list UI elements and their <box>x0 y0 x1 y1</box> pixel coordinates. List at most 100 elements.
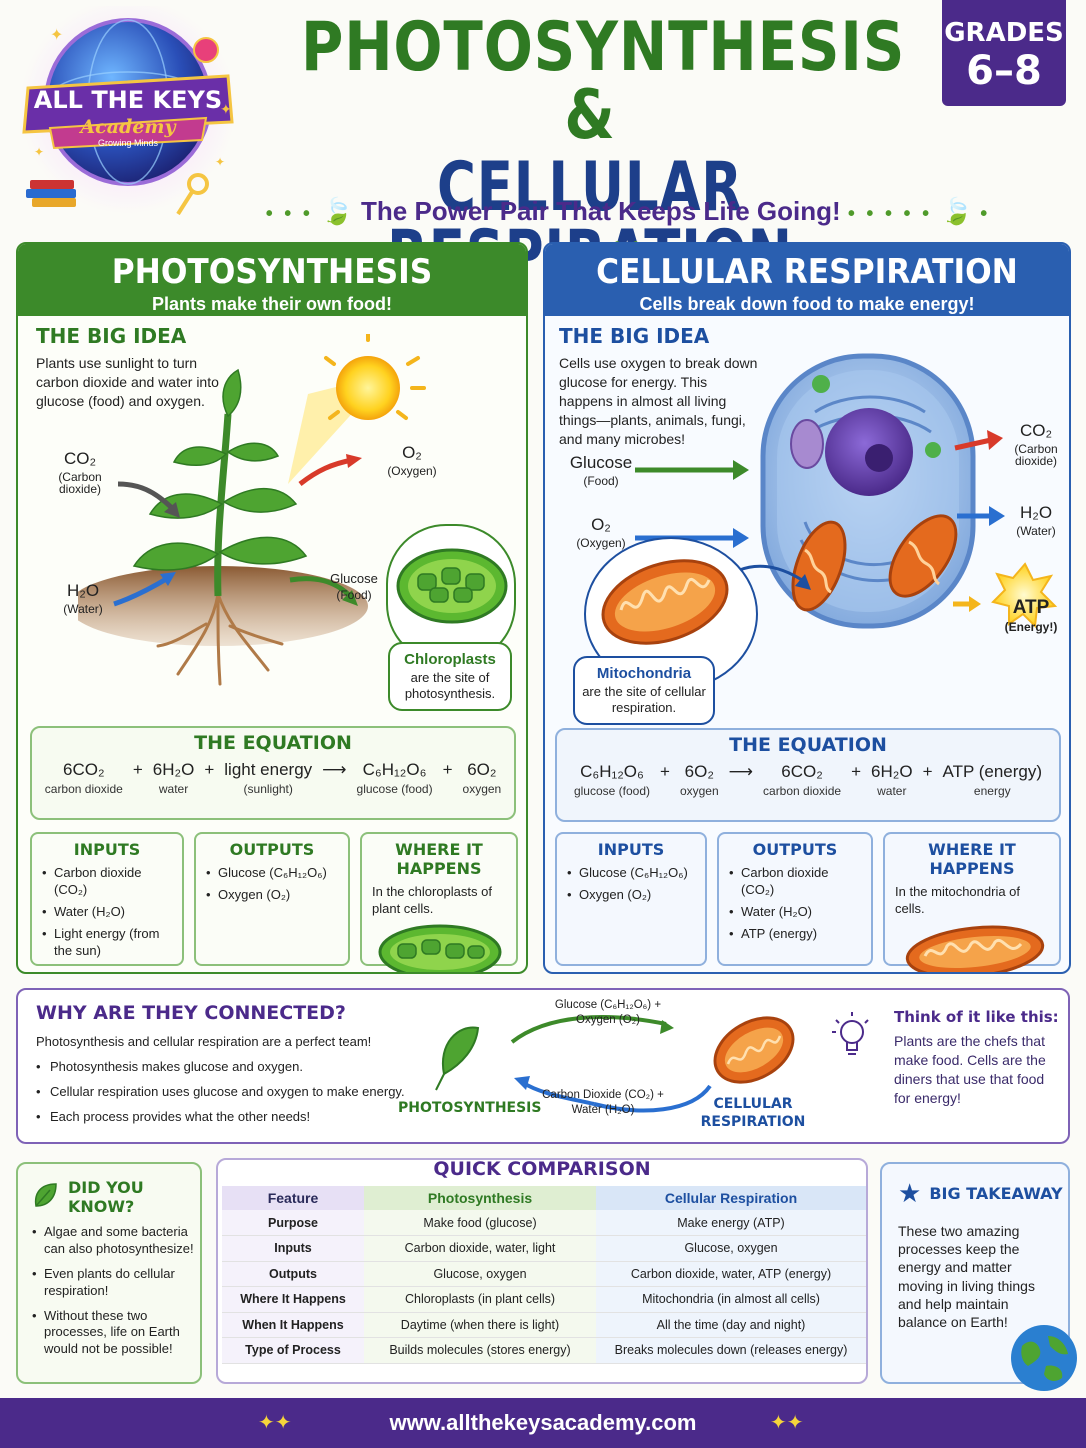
sparkle-icon: ✦✦ <box>258 1412 292 1434</box>
cycle-respiration-label: CELLULAR RESPIRATION <box>700 1096 806 1130</box>
chloroplast-callout-text: are the site of photosynthesis. <box>404 669 496 702</box>
cr-outputs-box: OUTPUTS Carbon dioxide (CO₂)Water (H₂O)A… <box>717 832 873 966</box>
cr-inputs-list: Glucose (C₆H₁₂O₆)Oxygen (O₂) <box>567 865 695 904</box>
ps-co2-label: CO₂ (Carbon dioxide) <box>46 450 114 496</box>
ps-glucose-label: Glucose (Food) <box>318 572 390 601</box>
connection-bullet: Each process provides what the other nee… <box>36 1109 416 1126</box>
respiration-title: CELLULAR RESPIRATION <box>596 252 1018 292</box>
big-takeaway-header: ★ BIG TAKEAWAY <box>898 1180 1063 1206</box>
logo-line2: Academy <box>78 116 177 138</box>
logo-line3: Growing Minds <box>98 138 159 148</box>
equation-note: water <box>877 784 907 798</box>
star-icon: ★ <box>898 1178 922 1208</box>
tagline-text: The Power Pair That Keeps Life Going! <box>361 196 841 226</box>
cr-atp-sub: (Energy!) <box>1004 619 1058 634</box>
cr-outputs-list: Carbon dioxide (CO₂)Water (H₂O)ATP (ener… <box>729 865 861 943</box>
cr-o2-sub: (Oxygen) <box>576 535 626 550</box>
footer-url[interactable]: www.allthekeysacademy.com <box>389 1410 697 1435</box>
chloroplast-icon <box>378 924 502 972</box>
equation-formula: light energy <box>224 760 313 779</box>
equation-note: energy <box>973 784 1011 798</box>
comparison-cell: Chloroplasts (in plant cells) <box>364 1286 596 1313</box>
connection-bullet: Photosynthesis makes glucose and oxygen. <box>36 1059 416 1076</box>
bottom-arrow-label: Carbon Dioxide (CO₂) + Water (H₂O) <box>542 1089 664 1116</box>
big-takeaway-heading: BIG TAKEAWAY <box>929 1183 1063 1203</box>
cr-glucose-label: Glucose (Food) <box>563 454 639 487</box>
did-you-know-box: DID YOU KNOW? Algae and some bacteria ca… <box>16 1162 202 1384</box>
cr-outputs-heading: OUTPUTS <box>752 840 838 859</box>
comparison-cell: Daytime (when there is light) <box>364 1312 596 1338</box>
equation-note: (sunlight) <box>243 782 293 796</box>
comparison-column-header: Cellular Respiration <box>596 1186 866 1210</box>
cr-inputs-box: INPUTS Glucose (C₆H₁₂O₆)Oxygen (O₂) <box>555 832 707 966</box>
ps-where-heading: WHERE IT HAPPENS <box>395 840 483 878</box>
plant-illustration <box>68 328 518 714</box>
ps-h2o-label: H₂O (Water) <box>48 582 118 615</box>
ps-h2o-formula: H₂O <box>66 581 100 600</box>
did-you-know-header: DID YOU KNOW? <box>30 1178 200 1216</box>
equation-formula: 6CO₂ <box>781 762 823 781</box>
connection-section: WHY ARE THEY CONNECTED? Photosynthesis a… <box>16 988 1070 1144</box>
ps-big-idea: THE BIG IDEA Plants use sunlight to turn… <box>36 324 226 411</box>
equation-formula: 6H₂O <box>152 760 195 779</box>
ps-inputs-box: INPUTS Carbon dioxide (CO₂)Water (H₂O)Li… <box>30 832 184 966</box>
equation-note: glucose (food) <box>573 784 650 798</box>
comparison-column-header: Feature <box>222 1186 364 1210</box>
photosynthesis-subtitle: Plants make their own food! <box>151 294 393 314</box>
connection-bullets: Photosynthesis makes glucose and oxygen.… <box>36 1059 416 1126</box>
equation-formula: C₆H₁₂O₆ <box>580 762 644 781</box>
cycle-diagram <box>418 994 828 1140</box>
ps-where-box: WHERE IT HAPPENS In the chloroplasts of … <box>360 832 518 972</box>
cr-co2-formula: CO₂ <box>1019 421 1053 440</box>
dots-decoration: • • • <box>265 203 322 225</box>
comparison-cell: All the time (day and night) <box>596 1312 866 1338</box>
input-item: Carbon dioxide (CO₂) <box>42 865 172 899</box>
cr-atp-label: ATP (Energy!) <box>989 597 1069 634</box>
think-box: Think of it like this: Plants are the ch… <box>894 1008 1062 1108</box>
connection-text: WHY ARE THEY CONNECTED? Photosynthesis a… <box>36 1002 416 1126</box>
cr-big-idea: THE BIG IDEA Cells use oxygen to break d… <box>559 324 759 448</box>
grades-badge: GRADES 6–8 <box>942 0 1066 106</box>
ps-h2o-sub: (Water) <box>63 601 103 616</box>
lightbulb-icon <box>830 1008 870 1068</box>
equation-operator: ⟶ <box>728 762 754 781</box>
cr-atp-text: ATP <box>1012 597 1050 618</box>
dots-decoration: • • • • • <box>847 203 941 225</box>
think-text: Plants are the chefs that make food. Cel… <box>894 1033 1046 1106</box>
photosynthesis-header: PHOTOSYNTHESIS Plants make their own foo… <box>18 244 526 316</box>
grades-label: GRADES <box>944 18 1064 48</box>
earth-icon <box>1008 1322 1080 1394</box>
cr-glucose-sub: (Food) <box>583 473 619 488</box>
respiration-panel: CELLULAR RESPIRATION Cells break down fo… <box>543 242 1071 974</box>
comparison-feature-cell: Inputs <box>222 1235 364 1262</box>
ps-o2-sub: (Oxygen) <box>387 463 437 478</box>
equation-note: carbon dioxide <box>44 782 123 796</box>
svg-text:✦: ✦ <box>34 145 44 159</box>
mitochondria-callout-text: are the site of cellular respiration. <box>582 683 706 716</box>
cr-where-text: In the mitochondria of cells. <box>895 884 1021 916</box>
ps-outputs-list: Glucose (C₆H₁₂O₆)Oxygen (O₂) <box>206 865 338 904</box>
footer: ✦✦ www.allthekeysacademy.com ✦✦ <box>0 1398 1086 1448</box>
chloroplast-callout: Chloroplasts are the site of photosynthe… <box>388 642 512 712</box>
comparison-cell: Carbon dioxide, water, ATP (energy) <box>596 1261 866 1287</box>
equation-formula: 6H₂O <box>871 762 913 781</box>
input-item: Oxygen (O₂) <box>567 887 695 904</box>
equation-note: oxygen <box>679 784 719 798</box>
big-takeaway-text: These two amazing processes keep the ene… <box>898 1223 1035 1330</box>
comparison-heading: QUICK COMPARISON <box>433 1158 651 1180</box>
equation-term: C₆H₁₂O₆ glucose (food) <box>574 762 650 798</box>
cr-inputs-heading: INPUTS <box>597 840 665 859</box>
fact-item: Without these two processes, life on Ear… <box>32 1308 196 1359</box>
equation-note: water <box>158 782 189 796</box>
grades-range: 6–8 <box>966 48 1042 94</box>
equation-term: light energy (sunlight) <box>224 760 312 796</box>
equation-note: carbon dioxide <box>763 784 842 798</box>
equation-operator: + <box>660 762 670 781</box>
equation-term: 6H₂O water <box>153 760 195 796</box>
